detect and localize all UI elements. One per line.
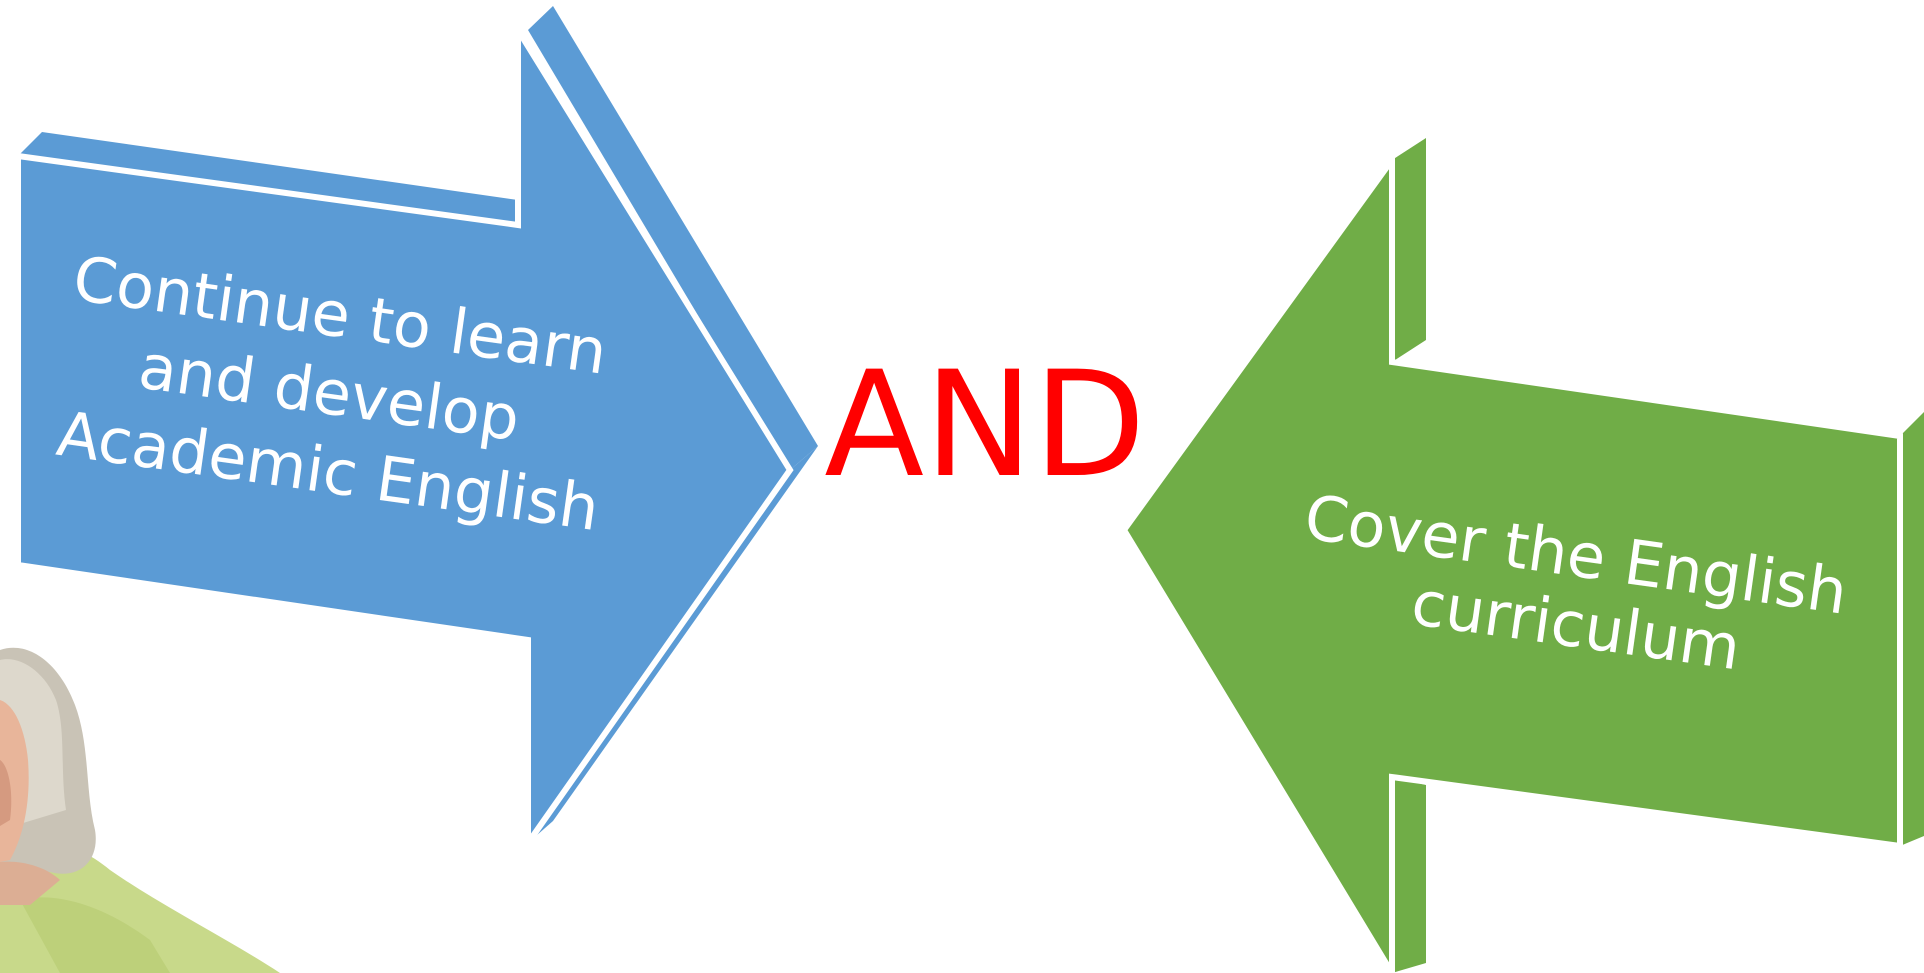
right-arrow: Cover the English curriculum	[1120, 138, 1924, 973]
right-arrow-right-edge	[1900, 412, 1924, 846]
left-arrow-head-top-face	[528, 6, 818, 470]
left-arrow-body	[15, 19, 794, 853]
right-arrow-shaft-bottom-face	[1392, 777, 1426, 973]
left-arrow: Continue to learn and develop Academic E…	[15, 6, 818, 853]
and-connector: AND	[824, 340, 1146, 510]
right-arrow-shaft-top-face	[1392, 138, 1426, 362]
left-arrow-top-edge	[18, 132, 518, 225]
right-arrow-body	[1120, 150, 1903, 973]
person-photo	[0, 647, 280, 973]
